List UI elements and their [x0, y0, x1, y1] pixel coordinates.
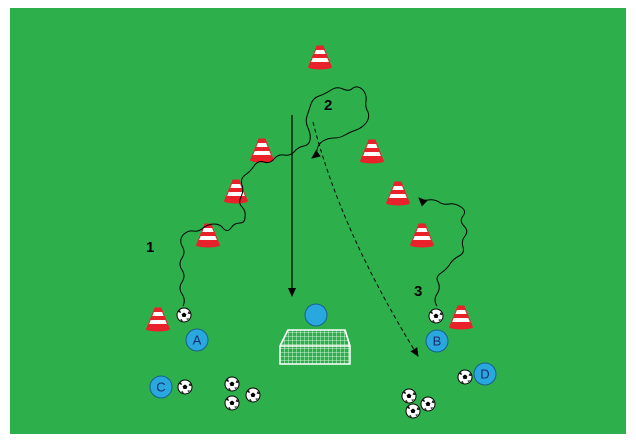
step-label-1: 1 — [146, 239, 154, 256]
dribble-path — [179, 86, 370, 307]
player-label: A — [193, 333, 202, 348]
ball-icon — [224, 395, 240, 411]
ball-icon — [245, 387, 261, 403]
goal-icon — [279, 329, 351, 365]
player-a: A — [185, 328, 209, 352]
player-icon — [304, 303, 328, 327]
ball-icon — [420, 396, 436, 412]
run-dashed-line — [312, 121, 419, 357]
ball-icon — [401, 388, 417, 404]
ball-icon — [457, 369, 473, 385]
player-d: D — [473, 362, 497, 386]
player-label: D — [480, 367, 489, 382]
dribble-path — [418, 197, 468, 307]
player-label: C — [156, 380, 165, 395]
ball-icon — [177, 379, 193, 395]
player-label: B — [433, 334, 442, 349]
step-label-3: 3 — [414, 283, 422, 300]
ball-icon — [428, 308, 444, 324]
ball-icon — [405, 403, 421, 419]
ball-icon — [224, 376, 240, 392]
player-b: B — [425, 329, 449, 353]
ball-icon — [176, 307, 192, 323]
player-c: C — [149, 375, 173, 399]
pitch — [10, 8, 626, 434]
step-label-2: 2 — [324, 97, 332, 114]
